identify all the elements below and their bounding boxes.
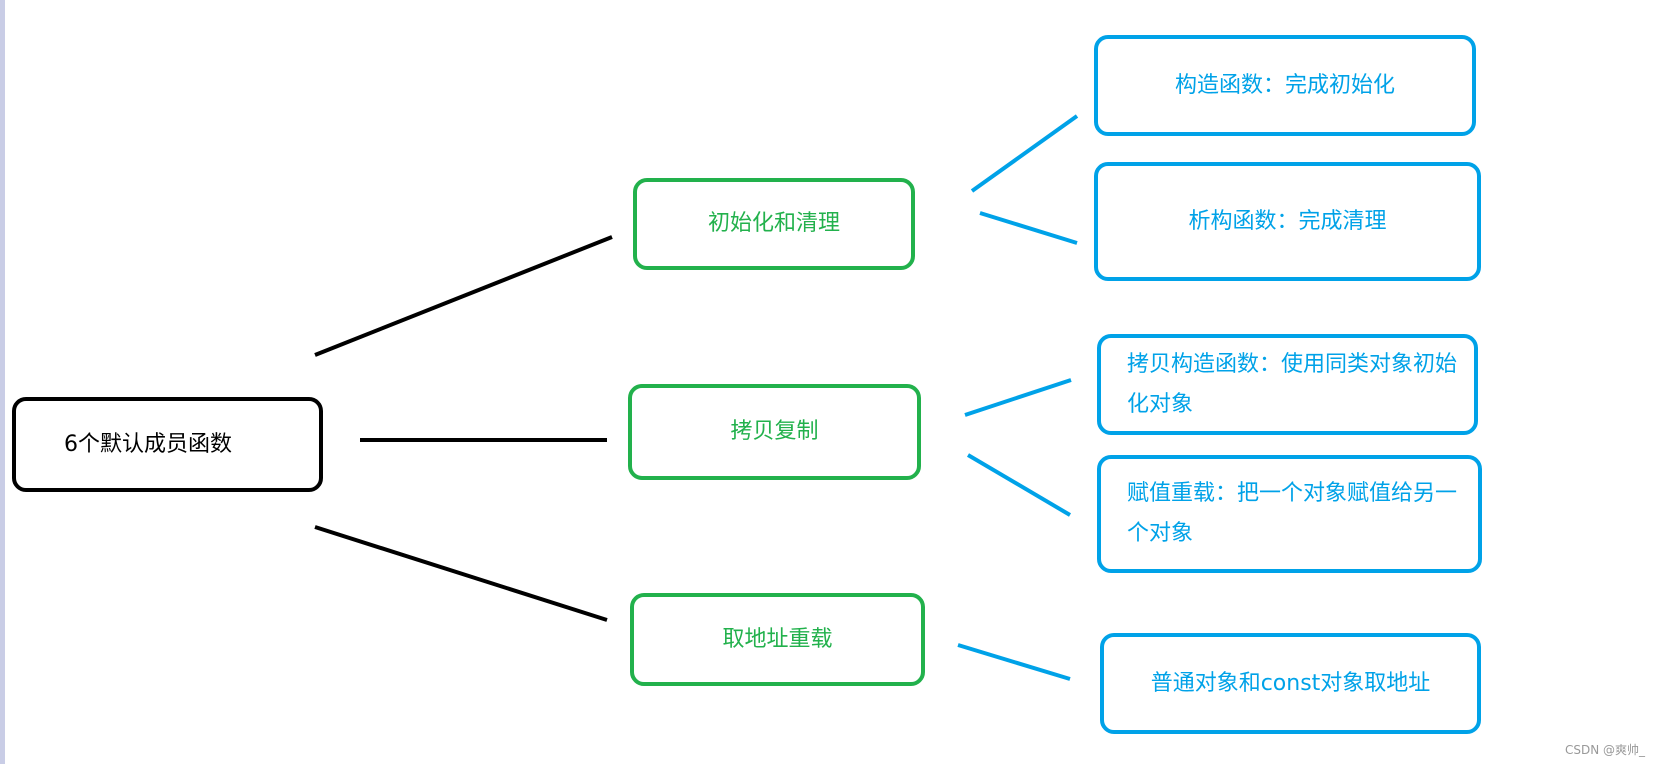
connector-init-to-dtor xyxy=(979,211,1078,245)
detail-address-of: 普通对象和const对象取地址 xyxy=(1100,633,1481,734)
connector-root-to-init xyxy=(314,235,613,357)
connector-root-to-addr xyxy=(314,525,608,622)
connector-init-to-ctor xyxy=(970,114,1079,193)
connector-copy-to-assign xyxy=(966,453,1072,517)
detail-copy-constructor-label: 拷贝构造函数：使用同类对象初始化对象 xyxy=(1127,351,1458,417)
window-edge xyxy=(0,0,5,764)
detail-destructor: 析构函数：完成清理 xyxy=(1094,162,1481,281)
category-address-overload: 取地址重载 xyxy=(630,593,925,686)
detail-address-of-label: 普通对象和const对象取地址 xyxy=(1150,670,1431,696)
detail-constructor: 构造函数：完成初始化 xyxy=(1094,35,1476,136)
root-node: 6个默认成员函数 xyxy=(12,397,323,492)
category-copy: 拷贝复制 xyxy=(628,384,921,480)
connector-addr-to-addr-detail xyxy=(957,643,1071,681)
detail-constructor-label: 构造函数：完成初始化 xyxy=(1174,72,1395,98)
category-init-cleanup-label: 初始化和清理 xyxy=(707,211,840,236)
connector-copy-to-copyctor xyxy=(964,378,1072,417)
detail-copy-constructor: 拷贝构造函数：使用同类对象初始化对象 xyxy=(1097,334,1478,435)
watermark: CSDN @爽帅_ xyxy=(1564,743,1645,757)
root-label: 6个默认成员函数 xyxy=(64,431,232,457)
category-init-cleanup: 初始化和清理 xyxy=(633,178,915,270)
category-address-overload-label: 取地址重载 xyxy=(722,626,833,652)
detail-assignment-overload-label: 赋值重载：把一个对象赋值给另一个对象 xyxy=(1127,481,1458,546)
detail-assignment-overload: 赋值重载：把一个对象赋值给另一个对象 xyxy=(1097,455,1482,573)
detail-destructor-label: 析构函数：完成清理 xyxy=(1188,208,1387,234)
category-copy-label: 拷贝复制 xyxy=(730,419,819,444)
